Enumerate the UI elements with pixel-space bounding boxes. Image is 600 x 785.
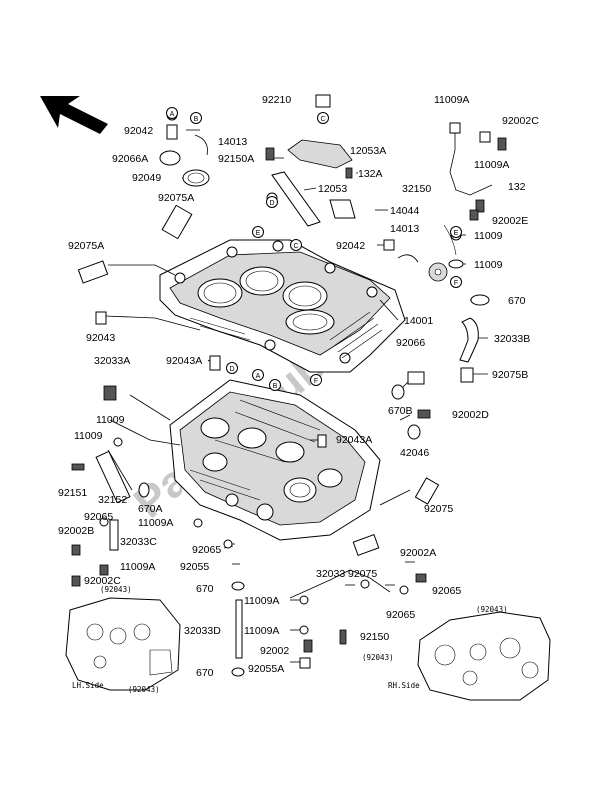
part-label: 92002D <box>452 409 489 421</box>
part-label: 14013 <box>390 223 419 235</box>
part-label: 92049 <box>132 172 161 184</box>
part-label: 670B <box>388 405 413 417</box>
part-label: 92042 <box>124 125 153 137</box>
part-label: 11009A <box>244 625 279 637</box>
part-label: 11009A <box>244 595 279 607</box>
part-label: 92002C <box>502 115 539 127</box>
part-label: 14013 <box>218 136 247 148</box>
part-label: 92043A <box>336 434 372 446</box>
part-label: 92066A <box>112 153 148 165</box>
part-label: 32152 <box>98 494 127 506</box>
part-label: 92042 <box>336 240 365 252</box>
part-label: 11009 <box>74 430 103 442</box>
part-label: 42046 <box>400 447 429 459</box>
callout-a-top: A <box>170 111 175 118</box>
callout-e-mid: E <box>256 230 261 237</box>
lh-side-label: LH.Side <box>72 681 104 690</box>
part-label: 32033D <box>184 625 221 637</box>
part-label: 92043 <box>86 332 115 344</box>
part-label: 32150 <box>402 183 431 195</box>
callout-letters: A B C D E F E C D A B F <box>166 107 462 391</box>
part-label: 92065 <box>84 511 113 523</box>
part-label: 12053 <box>318 183 347 195</box>
part-label: 92065 <box>192 544 221 556</box>
part-label: 92002A <box>400 547 436 559</box>
part-label: 12053A <box>350 145 386 157</box>
part-label: 92065 <box>386 609 415 621</box>
part-label: 11009A <box>474 159 509 171</box>
part-label: 670 <box>196 583 214 595</box>
callout-f-right: F <box>454 280 458 287</box>
part-label: 92055 <box>180 561 209 573</box>
part-label: 32033C <box>120 536 157 548</box>
part-label: 11009 <box>474 259 503 271</box>
rh-top-label: (92043) <box>476 605 508 614</box>
part-label: 92002C <box>84 575 121 587</box>
rh-side-inset: (92043) (92043) RH.Side <box>362 605 551 701</box>
rh-side-label: RH.Side <box>388 681 420 690</box>
front-direction-arrow-icon <box>40 96 108 134</box>
part-label: 92150 <box>360 631 389 643</box>
part-label: 92075 <box>348 568 377 580</box>
small-parts <box>71 94 507 677</box>
callout-a-mid: A <box>256 373 261 380</box>
callout-b-top: B <box>194 116 199 123</box>
part-label: 92151 <box>58 487 87 499</box>
callout-f-mid: F <box>314 378 318 385</box>
part-number-labels: 92210 11009A 92002C 92042 14013 92066A 9… <box>58 94 539 679</box>
part-label: 670A <box>138 503 163 515</box>
part-label: 132A <box>358 168 383 180</box>
callout-b-mid: B <box>273 383 278 390</box>
part-label: 92002 <box>260 645 289 657</box>
part-label: 11009A <box>120 561 155 573</box>
part-label: 92075A <box>158 192 194 204</box>
part-label: 32033B <box>494 333 530 345</box>
part-label: 92002E <box>492 215 528 227</box>
rh-left-label: (92043) <box>362 653 394 662</box>
lh-side-inset: (92043) LH.Side (92043) <box>65 585 181 694</box>
part-label: 11009A <box>434 94 469 106</box>
lower-crankcase <box>169 379 381 541</box>
part-label: 92075A <box>68 240 104 252</box>
part-label: 670 <box>508 295 526 307</box>
part-label: 132 <box>508 181 526 193</box>
callout-e-right: E <box>454 230 459 237</box>
part-label: 11009 <box>96 414 125 426</box>
upper-crankcase <box>159 239 406 373</box>
part-label: 14044 <box>390 205 419 217</box>
lh-top-label: (92043) <box>100 585 132 594</box>
part-label: 92055A <box>248 663 284 675</box>
part-label: 11009 <box>474 230 503 242</box>
part-label: 92066 <box>396 337 425 349</box>
callout-d-mid: D <box>229 366 234 373</box>
part-label: 92002B <box>58 525 94 537</box>
part-label: 92075 <box>424 503 453 515</box>
part-label: 14001 <box>404 315 433 327</box>
callout-d-top: D <box>269 200 274 207</box>
part-label: 670 <box>196 667 214 679</box>
part-label: 92075B <box>492 369 528 381</box>
lh-bottom-label: (92043) <box>128 685 160 694</box>
part-label: 11009A <box>138 517 173 529</box>
callout-c-mid: C <box>293 243 298 250</box>
part-label: 92210 <box>262 94 291 106</box>
part-label: 92043A <box>166 355 202 367</box>
part-label: 32033 <box>316 568 345 580</box>
callout-c-top: C <box>320 116 325 123</box>
part-label: 92065 <box>432 585 461 597</box>
part-label: 32033A <box>94 355 130 367</box>
part-label: 92150A <box>218 153 254 165</box>
